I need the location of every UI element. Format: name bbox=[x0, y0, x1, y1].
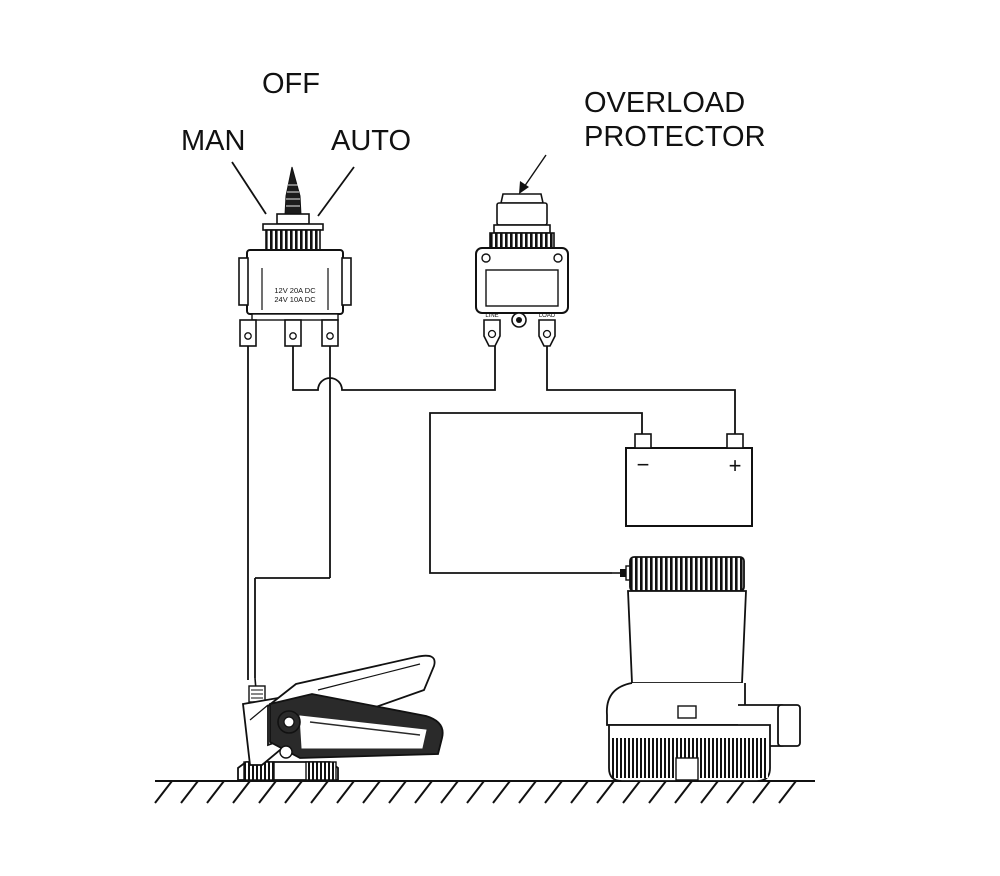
toggle-lever-icon bbox=[284, 166, 302, 216]
battery-positive-terminal bbox=[726, 433, 744, 449]
ground-hatch bbox=[180, 780, 199, 804]
ground-hatch bbox=[700, 780, 719, 804]
ground-hatch bbox=[622, 780, 641, 804]
label-auto: AUTO bbox=[331, 125, 412, 157]
ground-hatch bbox=[648, 780, 667, 804]
switch-terminal-right bbox=[321, 319, 339, 347]
ground-hatch bbox=[570, 780, 589, 804]
switch-terminal-left bbox=[239, 319, 257, 347]
battery-negative-sign: − bbox=[637, 452, 650, 477]
ground-hatch bbox=[674, 780, 693, 804]
ground-hatch bbox=[258, 780, 277, 804]
battery-positive-sign: + bbox=[729, 453, 742, 478]
ground-hatch bbox=[154, 780, 173, 804]
ground-hatch bbox=[778, 780, 797, 804]
label-overload-protector: OVERLOAD PROTECTOR bbox=[584, 86, 766, 154]
ground-hatch bbox=[310, 780, 329, 804]
label-protector: PROTECTOR bbox=[584, 121, 766, 153]
battery: − + bbox=[625, 433, 753, 527]
protector-terminal-line: LINE bbox=[485, 313, 498, 319]
ground-hatch bbox=[206, 780, 225, 804]
arrow-head-icon bbox=[519, 181, 529, 194]
ground bbox=[154, 780, 815, 804]
overload-protector: LINE LOAD bbox=[475, 154, 569, 347]
ground-hatch bbox=[492, 780, 511, 804]
label-overload: OVERLOAD bbox=[584, 87, 746, 119]
ground-hatch bbox=[596, 780, 615, 804]
ground-hatch bbox=[518, 780, 537, 804]
ground-hatch bbox=[284, 780, 303, 804]
wires bbox=[247, 345, 736, 680]
ground-hatch bbox=[726, 780, 745, 804]
ground-hatch bbox=[362, 780, 381, 804]
protector-terminal-right bbox=[538, 319, 556, 347]
switch-rating-line2: 24V 10A DC bbox=[274, 295, 316, 304]
pump-cap bbox=[629, 556, 745, 592]
ground-hatch bbox=[544, 780, 563, 804]
ground-hatch bbox=[388, 780, 407, 804]
label-man: MAN bbox=[181, 125, 246, 157]
protector-terminal-left bbox=[483, 319, 501, 347]
ground-hatch bbox=[336, 780, 355, 804]
pump-outlet bbox=[777, 704, 801, 747]
switch-terminal-center bbox=[284, 319, 302, 347]
float-switch bbox=[237, 654, 444, 781]
bilge-pump bbox=[606, 556, 801, 782]
ground-hatch bbox=[752, 780, 771, 804]
ground-hatch bbox=[440, 780, 459, 804]
ground-hatch bbox=[466, 780, 485, 804]
switch-rating-line1: 12V 20A DC bbox=[274, 286, 316, 295]
ground-hatch bbox=[232, 780, 251, 804]
battery-negative-terminal bbox=[634, 433, 652, 449]
label-off: OFF bbox=[262, 68, 320, 100]
ground-hatch bbox=[414, 780, 433, 804]
toggle-switch: 12V 20A DC 24V 10A DC bbox=[231, 161, 355, 347]
protector-terminal-load: LOAD bbox=[539, 313, 556, 319]
